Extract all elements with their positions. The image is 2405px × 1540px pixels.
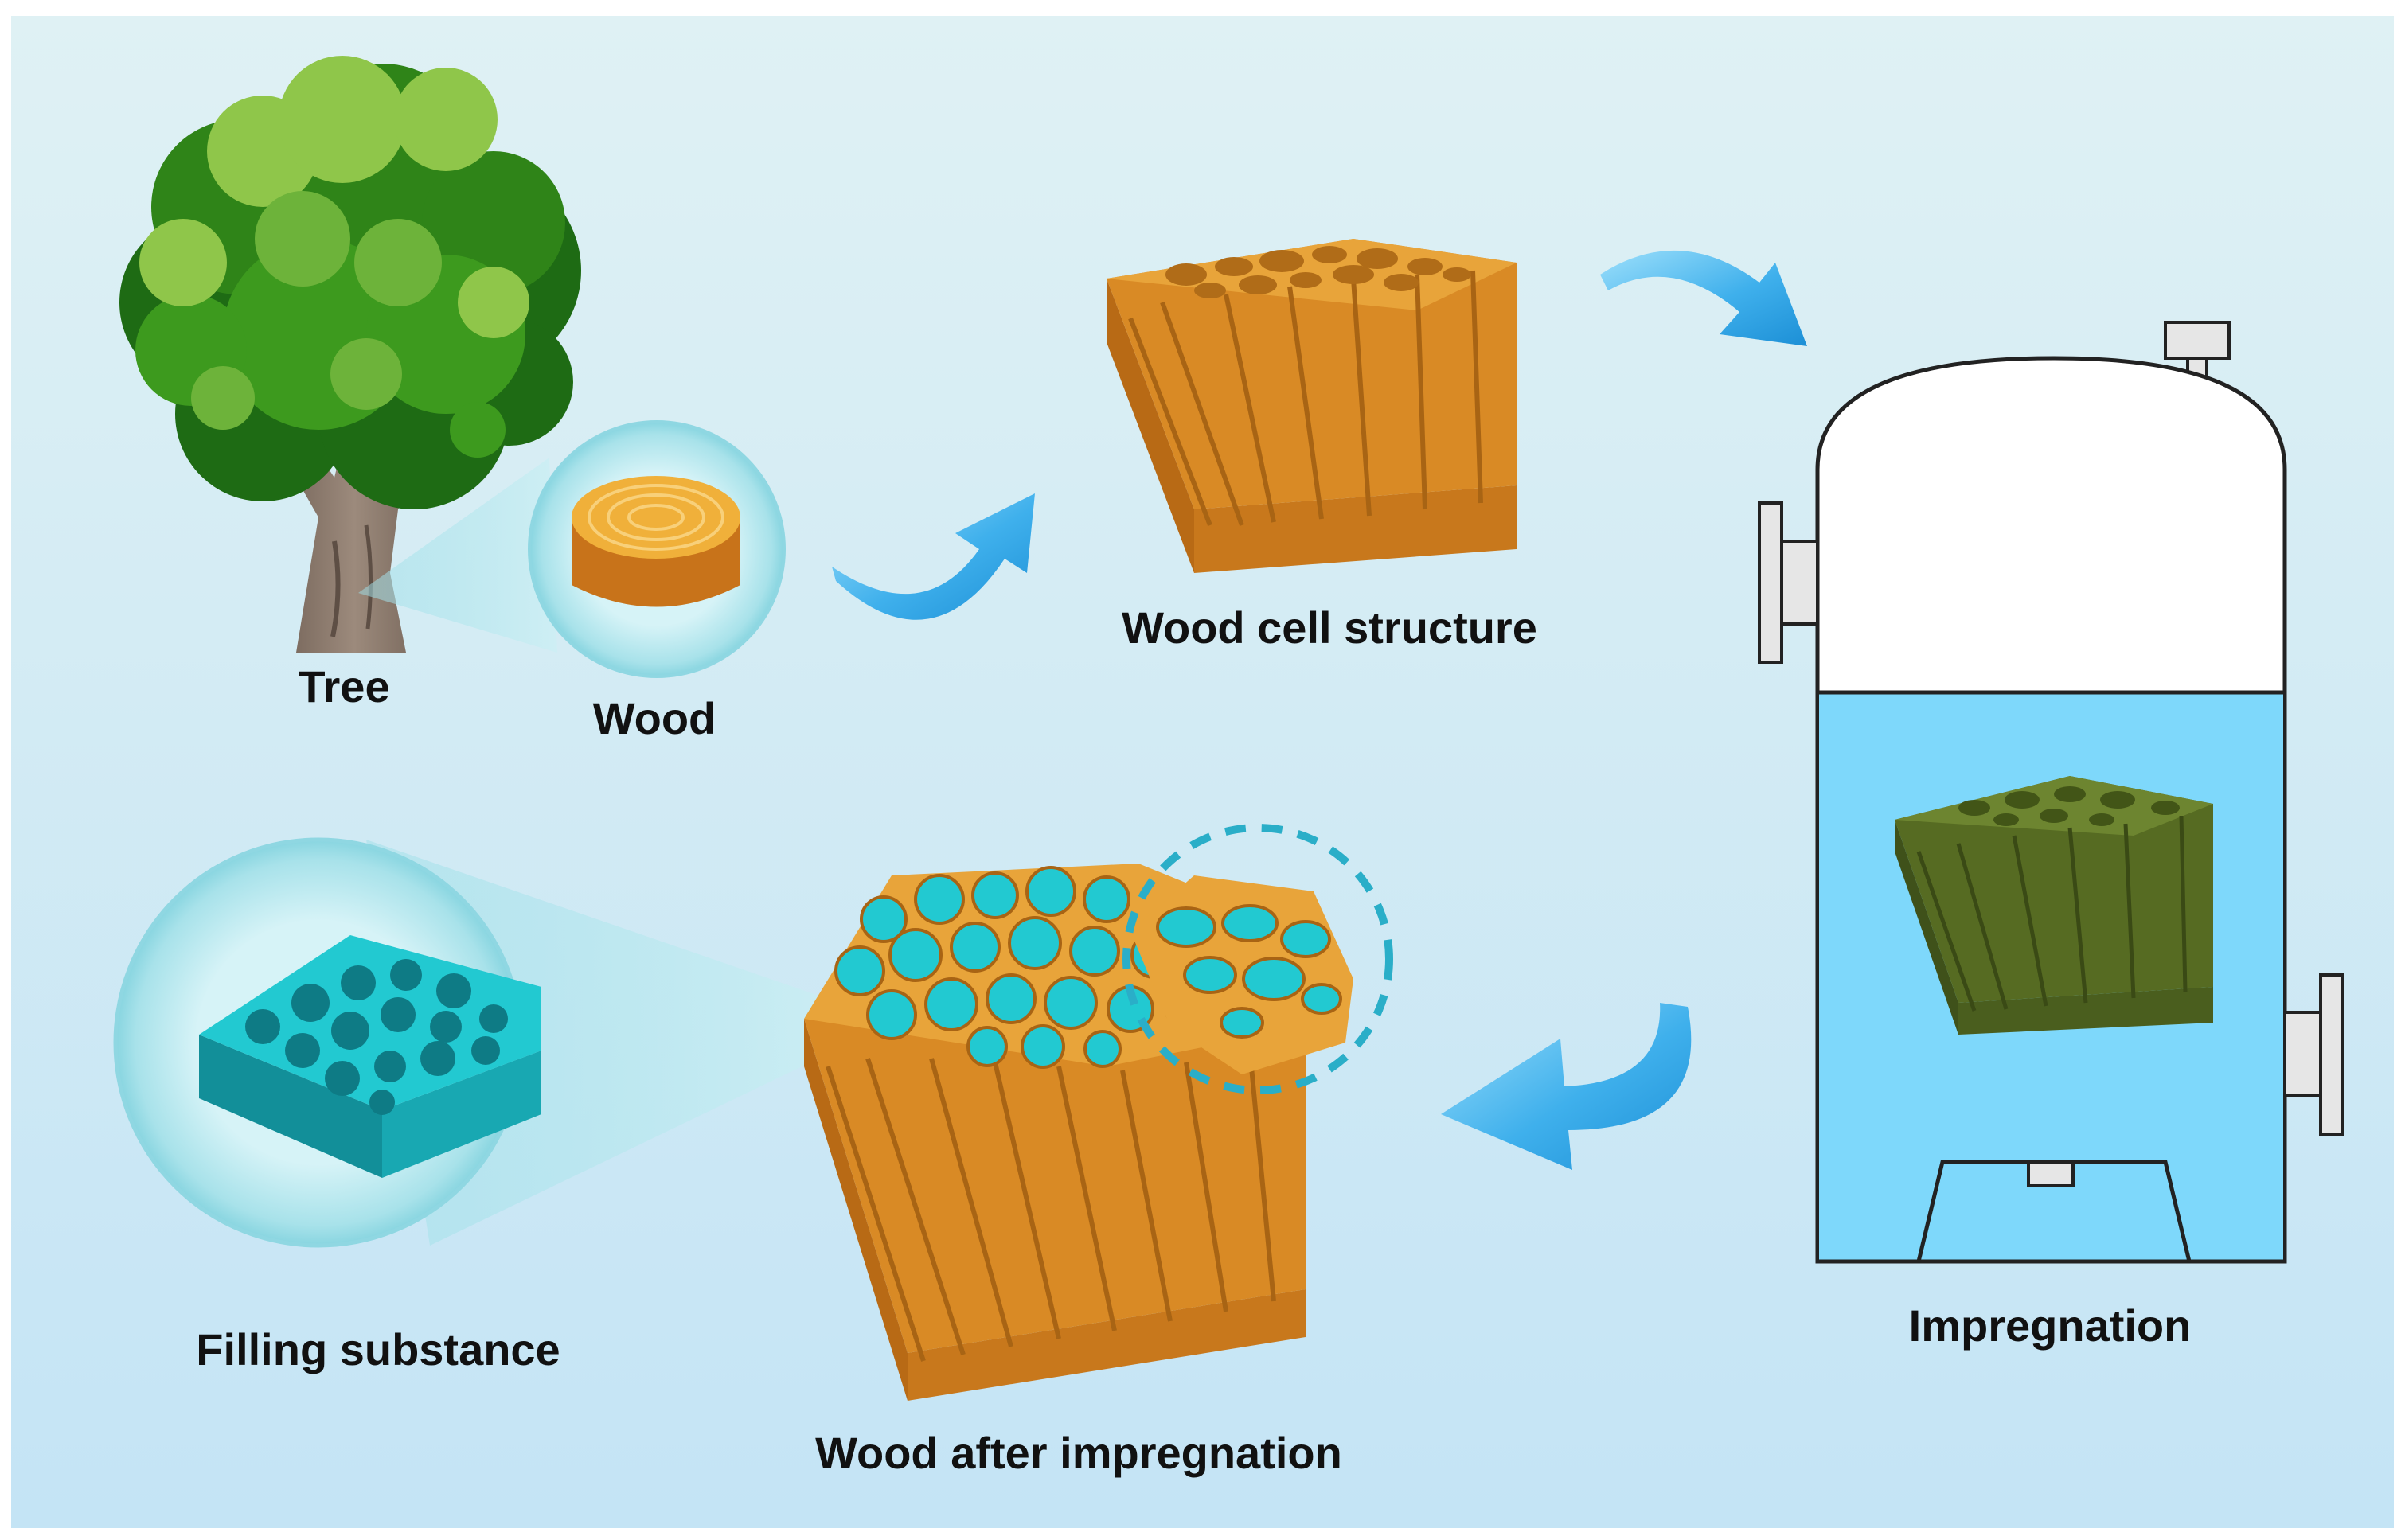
label-wood: Wood [593,693,716,743]
arrow-impregnation-to-result [1441,1003,1692,1170]
tree-illustration [119,56,581,653]
impregnated-wood-block [1895,776,2213,1035]
wood-cell-structure-block [1107,239,1517,573]
arrow-cell-to-impregnation [1600,250,1807,346]
tank-left-flange [1758,501,1783,664]
impregnation-tank [1758,321,2344,1264]
arrow-wood-to-cell [832,493,1035,620]
dashed-zoom-circle [1122,824,1393,1094]
label-impregnation: Impregnation [1909,1300,2192,1351]
filling-substance-bubble [113,837,541,1248]
label-wood-after-impregnation: Wood after impregnation [815,1428,1342,1478]
wood-log-icon [572,476,740,607]
zoom-detail-piece [1130,875,1353,1074]
tree-canopy [119,56,581,509]
label-tree: Tree [298,661,389,712]
tank-top-valve [2164,321,2231,360]
label-filling-substance: Filling substance [196,1324,560,1374]
filling-block [199,935,541,1178]
wood-magnify-cone [358,458,557,653]
tank-right-flange [2319,973,2344,1136]
label-wood-cell-structure: Wood cell structure [1122,602,1537,653]
wood-bubble [528,420,786,678]
wood-after-impregnation-block [804,864,1353,1401]
